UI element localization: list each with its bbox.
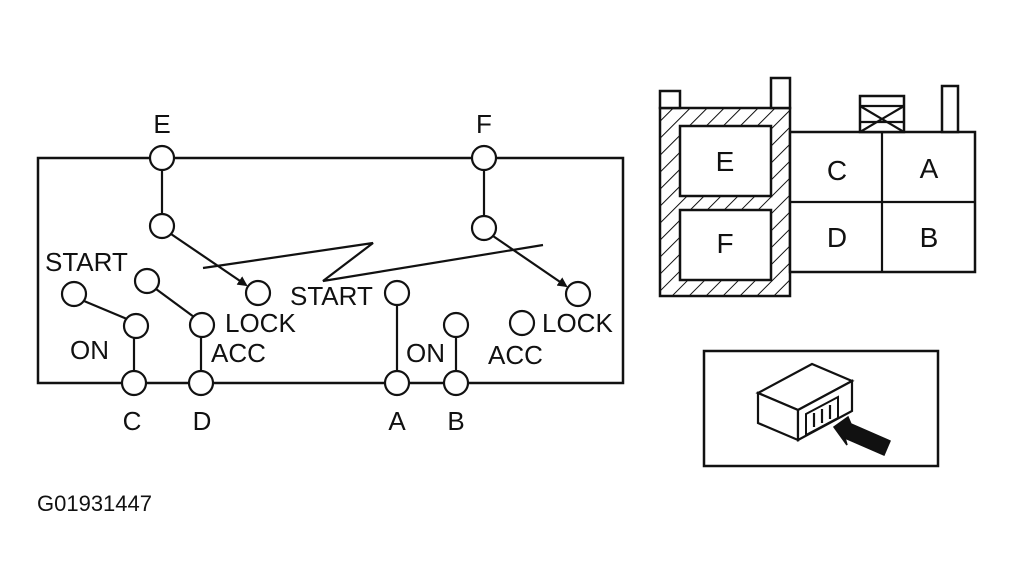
mechanical-link bbox=[202, 241, 544, 283]
label-a: A bbox=[388, 406, 406, 436]
terminal-f bbox=[470, 144, 498, 172]
cavity-c-label: C bbox=[827, 155, 847, 186]
latch-post-right bbox=[940, 84, 960, 134]
cavity-b-label: B bbox=[920, 222, 939, 253]
label-lock-right: LOCK bbox=[542, 308, 613, 338]
label-on-right: ON bbox=[406, 338, 445, 368]
latch-tab-right bbox=[769, 76, 792, 110]
terminal-a bbox=[383, 369, 411, 397]
cavity-e bbox=[678, 124, 773, 198]
contact-lock-right bbox=[564, 280, 592, 308]
contact-f-pivot bbox=[470, 214, 498, 242]
label-acc-left: ACC bbox=[211, 338, 266, 368]
label-b: B bbox=[447, 406, 464, 436]
contact-start-right bbox=[383, 279, 411, 307]
contact-e-pivot bbox=[148, 212, 176, 240]
wire-f-to-lock bbox=[492, 235, 568, 288]
contact-start-left bbox=[60, 280, 88, 308]
cavity-f bbox=[678, 208, 773, 282]
switch-frame bbox=[36, 156, 625, 385]
wire-e-to-lock bbox=[170, 233, 248, 287]
latch-tab-left bbox=[658, 89, 682, 110]
key-tab-x bbox=[858, 94, 906, 134]
label-c: C bbox=[123, 406, 142, 436]
cavity-a-label: A bbox=[920, 153, 939, 184]
label-f: F bbox=[476, 109, 492, 139]
cavity-f-label: F bbox=[716, 228, 733, 259]
wire-start-on bbox=[83, 299, 128, 321]
contact-acc-left bbox=[188, 311, 216, 339]
contact-acc-left-pivot bbox=[133, 267, 161, 295]
cavity-e-label: E bbox=[716, 146, 735, 177]
key-tab-cross-b bbox=[859, 105, 905, 133]
terminal-d bbox=[187, 369, 215, 397]
contact-on-right bbox=[442, 311, 470, 339]
figure-code: G01931447 bbox=[37, 491, 152, 516]
contact-on-left bbox=[122, 312, 150, 340]
label-lock-left: LOCK bbox=[225, 308, 296, 338]
label-e: E bbox=[153, 109, 170, 139]
label-start-left: START bbox=[45, 247, 128, 277]
cavity-d-label: D bbox=[827, 222, 847, 253]
ignition-switch-schematic: E F STAR bbox=[36, 109, 625, 436]
terminal-b bbox=[442, 369, 470, 397]
contact-acc-right bbox=[508, 309, 536, 337]
label-start-right: START bbox=[290, 281, 373, 311]
label-d: D bbox=[193, 406, 212, 436]
connector-locator-inset bbox=[702, 349, 940, 468]
connector-face-view: E F C A D B bbox=[658, 76, 977, 298]
terminal-c bbox=[120, 369, 148, 397]
terminal-e bbox=[148, 144, 176, 172]
locator-arrow bbox=[832, 415, 891, 456]
wire-acc-left bbox=[155, 288, 195, 318]
label-acc-right: ACC bbox=[488, 340, 543, 370]
label-on-left: ON bbox=[70, 335, 109, 365]
contact-lock-left bbox=[244, 279, 272, 307]
